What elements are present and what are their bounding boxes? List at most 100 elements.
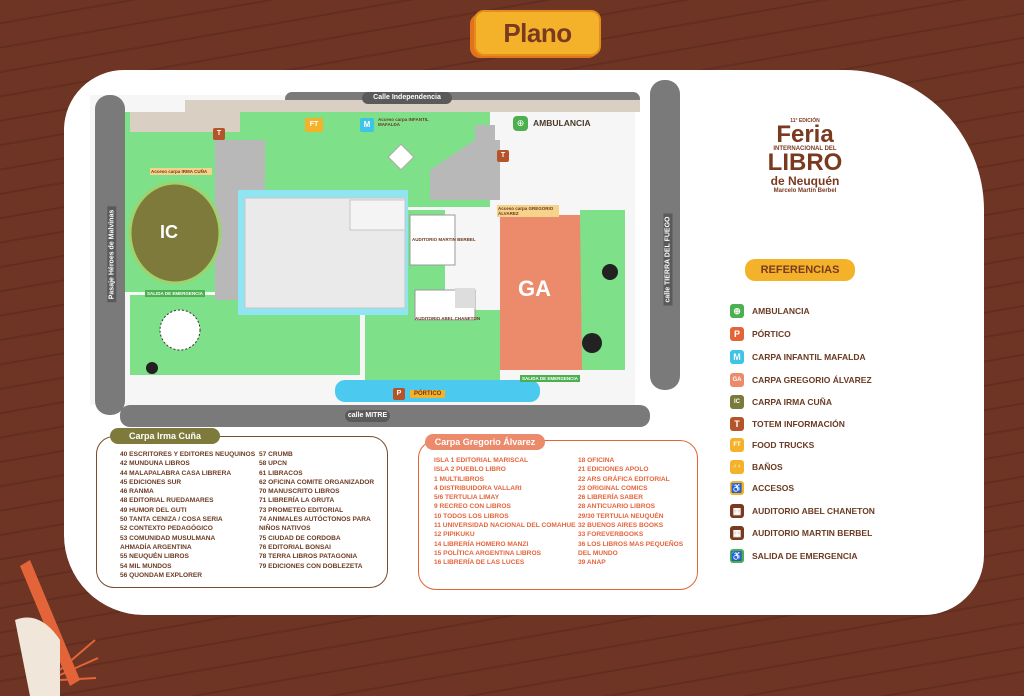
ic-icon: IC xyxy=(730,395,744,409)
legend-label: CARPA IRMA CUÑA xyxy=(752,397,832,407)
tree-cluster xyxy=(159,309,201,351)
irma-col1-item: 55 NEUQUÉN LIBROS xyxy=(120,553,189,561)
totem-marker-east: T xyxy=(497,150,509,162)
legend-item: GA CARPA GREGORIO ÁLVAREZ xyxy=(730,373,872,387)
legend-label: FOOD TRUCKS xyxy=(752,440,815,450)
legend-item: ⊕ AMBULANCIA xyxy=(730,304,810,318)
legend-label: AMBULANCIA xyxy=(752,306,810,316)
legend-label: ACCESOS xyxy=(752,483,795,493)
gregorio-col2-item: 18 OFICINA xyxy=(578,457,615,464)
street-west-label: Pasaje Héroes de Malvinas xyxy=(107,206,117,303)
legend-label: AUDITORIO MARTIN BERBEL xyxy=(752,528,873,538)
gregorio-col2-item: 21 EDICIONES APOLO xyxy=(578,466,649,474)
portico-label: PÓRTICO xyxy=(410,390,446,398)
auditorio-chaneton-label: AUDITORIO ABEL CHANETON xyxy=(415,316,481,321)
gregorio-col2-item: 26 LIBRERÍA SABER xyxy=(578,494,643,502)
legend-item: ♿ ACCESOS xyxy=(730,481,794,495)
legend-item: ▦AUDITORIO ABEL CHANETON xyxy=(730,504,875,518)
gregorio-col2-item: 32 BUENOS AIRES BOOKS xyxy=(578,522,664,530)
access-icon: ♿ xyxy=(730,481,744,495)
gregorio-col2-item: 22 ARS GRÁFICA EDITORIAL xyxy=(578,475,670,483)
irma-col1-item: 46 RANMA xyxy=(120,488,154,496)
gregorio-list-box xyxy=(418,440,698,590)
gregorio-col1-item: 4 DISTRIBUIDORA VALLARI xyxy=(434,484,522,492)
gregorio-col2-item: 36 LOS LIBROS MAS PEQUEÑOS xyxy=(578,540,684,548)
portico-icon: P xyxy=(730,327,744,341)
gregorio-col1-item: 9 RECREO CON LIBROS xyxy=(434,503,511,511)
gregorio-col1-item: ISLA 2 PUEBLO LIBRO xyxy=(434,466,506,474)
gravel-path-east xyxy=(430,140,500,200)
gregorio-col2-item: DEL MUNDO xyxy=(578,549,618,557)
tree-east-1 xyxy=(582,333,602,353)
irma-col1-item: 56 QUONDAM EXPLORER xyxy=(120,571,203,579)
bathroom-icon: ♂♀ xyxy=(730,460,744,474)
irma-col2-item: NIÑOS NATIVOS xyxy=(259,525,311,533)
logo-internacional: INTERNACIONAL DEL xyxy=(773,146,837,152)
logo-libro: LIBRO xyxy=(767,149,843,176)
gregorio-col2-item: 39 ANAP xyxy=(578,559,606,567)
gregorio-col1-item: 15 POLÍTICA ARGENTINA LIBROS xyxy=(434,549,541,557)
legend-label: BAÑOS xyxy=(752,462,783,472)
lawn-south xyxy=(365,310,500,385)
irma-col1-item: 50 TANTA CENIZA / COSA SERIA xyxy=(120,516,223,524)
irma-col1-item: 40 ESCRITORES Y EDITORES NEUQUINOS xyxy=(120,451,256,458)
fair-logo: 11° EDICIÓN Feria INTERNACIONAL DEL LIBR… xyxy=(760,118,850,194)
irma-col1-item: 53 COMUNIDAD MUSULMANA xyxy=(120,534,216,542)
gravel-path-north xyxy=(240,140,265,190)
ambulance-icon: ⊕ xyxy=(730,304,744,318)
emergency-exit-icon: ♿ xyxy=(730,549,744,563)
legend-item: ▦AUDITORIO MARTIN BERBEL xyxy=(730,526,872,540)
irma-col2-item: 74 ANIMALES AUTÓCTONOS PARA xyxy=(259,516,371,524)
gregorio-col1-item: 14 LIBRERÍA HOMERO MANZI xyxy=(434,540,529,548)
totem-marker-west: T xyxy=(213,128,225,140)
street-east-label: calle TIERRA DEL FUEGO xyxy=(663,213,673,306)
gregorio-col2-item: 23 ORIGINAL COMICS xyxy=(578,484,648,492)
ga-icon: GA xyxy=(730,373,744,387)
emergency-exit-west-label: SALIDA DE EMERGENCIA xyxy=(145,290,205,297)
legend-label: AUDITORIO ABEL CHANETON xyxy=(752,506,875,516)
irma-col2-item: 75 CIUDAD DE CORDOBA xyxy=(259,534,341,542)
irma-col2-item: 79 EDICIONES CON DOBLEZETA xyxy=(259,562,363,570)
legend-label: CARPA GREGORIO ÁLVAREZ xyxy=(752,375,872,385)
monument xyxy=(387,143,415,171)
tent-irma-label: IC xyxy=(160,222,178,242)
irma-col1-item: 49 HUMOR DEL GUTI xyxy=(120,506,187,514)
building-annex xyxy=(349,199,406,231)
irma-col2-item: 58 UPCN xyxy=(259,460,287,468)
gregorio-col1-item: ISLA 1 EDITORIAL MARISCAL xyxy=(434,457,529,464)
legend-item: IC CARPA IRMA CUÑA xyxy=(730,395,832,409)
ambulance-label: AMBULANCIA xyxy=(533,118,591,128)
irma-list-col1: 40 ESCRITORES Y EDITORES NEUQUINOS 42 MUN… xyxy=(120,450,255,580)
logo-neuquen: de Neuquén xyxy=(770,174,840,188)
legend-label: CARPA INFANTIL MAFALDA xyxy=(752,352,866,362)
ambulance-icon: ⊕ xyxy=(513,116,528,131)
irma-col1-item: 54 MIL MUNDOS xyxy=(120,562,172,570)
tent-gregorio-alvarez xyxy=(500,215,582,370)
irma-col1-item: 45 EDICIONES SUR xyxy=(120,478,182,486)
plaza-nw xyxy=(130,112,240,132)
legend-item: ♿ SALIDA DE EMERGENCIA xyxy=(730,549,857,563)
legend-label: SALIDA DE EMERGENCIA xyxy=(752,551,858,561)
sidewalk-north xyxy=(185,100,640,112)
gregorio-col1-item: 11 UNIVERSIDAD NACIONAL DEL COMAHUE xyxy=(434,522,576,530)
emergency-exit-south-label: SALIDA DE EMERGENCIA xyxy=(520,375,580,382)
gregorio-col1-item: 5/6 TERTULIA LIMAY xyxy=(434,494,500,502)
gravel-patch xyxy=(475,125,495,145)
irma-col1-item: AHMADÍA ARGENTINA xyxy=(120,543,192,551)
irma-col2-item: 61 LIBRACOS xyxy=(259,469,303,477)
irma-col2-item: 70 MANUSCRITO LIBROS xyxy=(259,488,340,496)
irma-col1-item: 52 CONTEXTO PEDAGÓGICO xyxy=(120,525,213,533)
legend-title: REFERENCIAS xyxy=(745,259,855,281)
auditorio-berbel-building xyxy=(409,214,456,266)
tree-east-2 xyxy=(602,264,618,280)
irma-col1-item: 42 MUNDUNA LIBROS xyxy=(120,460,190,468)
portico-marker: P xyxy=(393,388,405,400)
access-mafalda-label: Acceso carpa INFANTIL MAFALDA xyxy=(378,117,429,127)
legend-item: ♂♀ BAÑOS xyxy=(730,460,783,474)
logo-feria: Feria xyxy=(776,121,834,148)
